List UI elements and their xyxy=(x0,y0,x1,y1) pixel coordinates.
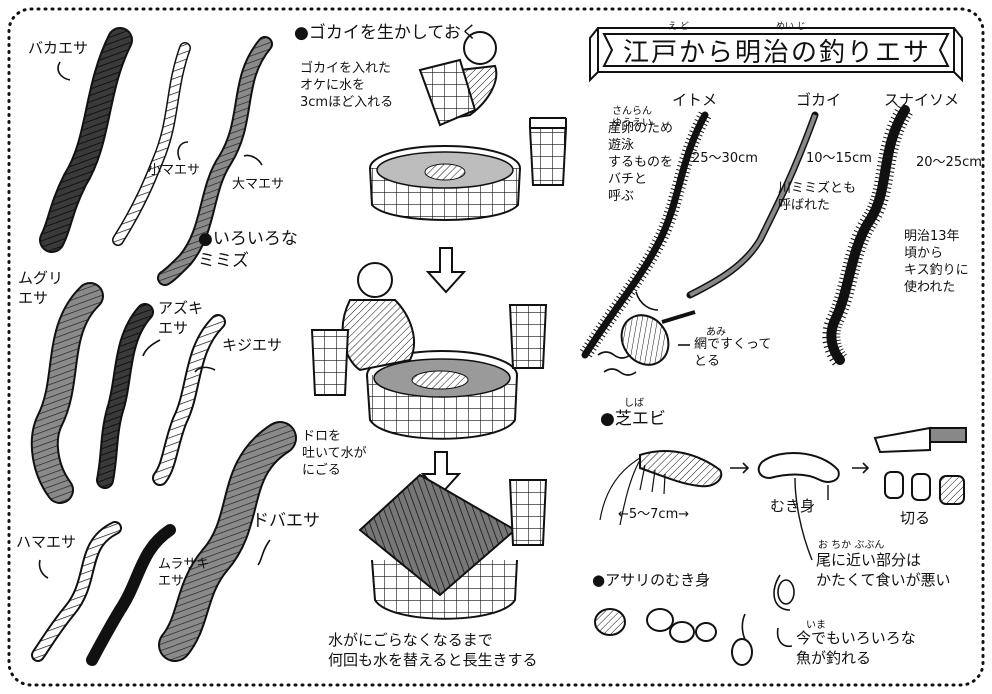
asari-heading: ●アサリのむき身 xyxy=(592,571,711,589)
shrimp-mukimi: むき身 xyxy=(770,497,816,515)
title-ruby-meiji: めい じ xyxy=(776,22,806,32)
bucket-4 xyxy=(508,479,548,546)
label-gokai-note: 川ミミズとも 呼ばれた xyxy=(778,181,857,213)
gokai-step3: 水がにごらなくなるまで 何回も水を替えると長生きする xyxy=(328,631,538,669)
bucket-3 xyxy=(508,304,548,369)
label-gokai-size: 10～15cm xyxy=(806,151,872,166)
clam-icons xyxy=(594,608,753,666)
label-iroiro-mimizu: ●いろいろな ミミズ xyxy=(198,229,298,271)
page-title: 江戸から明治の釣りエサ xyxy=(622,38,931,68)
shrimp-meat-icon xyxy=(757,452,840,483)
fisherman-1 xyxy=(418,31,498,127)
shrimp-still-ruby: いま xyxy=(806,620,826,631)
worm-murasakiesa xyxy=(86,524,176,666)
label-oomaesa: 大マエサ xyxy=(232,177,285,192)
label-itome-size: 25～30cm xyxy=(692,151,758,166)
worm-oomaesa xyxy=(157,36,273,286)
gokai-step1: ゴカイを入れた オケに水を 3cmほど入れる xyxy=(300,61,394,110)
net-icon xyxy=(620,310,696,366)
tub-2 xyxy=(366,350,518,440)
shrimp-pieces-icon xyxy=(884,471,965,505)
shrimp-heading: ●芝エビ xyxy=(600,409,666,429)
title-ruby-edo: え ど xyxy=(668,22,689,32)
label-kijiesa: キジエサ xyxy=(222,336,283,354)
worm-dobaesa xyxy=(158,421,297,662)
gokai-step2: ドロを 吐いて水が にごる xyxy=(302,429,367,478)
worm-kijiesa xyxy=(152,314,226,486)
worm-bakaesa xyxy=(39,27,133,253)
title-banner xyxy=(589,27,963,83)
label-sunaisome: スナイソメ xyxy=(884,91,960,109)
bucket-1 xyxy=(528,117,568,186)
hook-icon xyxy=(773,574,795,611)
tub-3 xyxy=(358,473,518,620)
worm-hamaesa xyxy=(31,521,122,662)
label-sunaisome-note: 明治13年 頃から キス釣りに 使われた xyxy=(904,229,969,295)
label-muguriesa: ムグリ エサ xyxy=(18,269,64,307)
gokai-heading: ●ゴカイを生かしておく xyxy=(294,23,478,43)
worm-azukiesa xyxy=(96,303,154,489)
shrimp-icon xyxy=(599,449,723,526)
worm-sunaisome xyxy=(822,105,913,366)
label-hamaesa: ハマエサ xyxy=(16,533,77,551)
arrow-down-1 xyxy=(425,247,467,294)
worm-muguriesa xyxy=(30,282,104,504)
label-azukiesa: アズキ エサ xyxy=(158,299,204,337)
shrimp-heading-ruby: しば xyxy=(624,398,644,409)
bucket-2 xyxy=(310,329,350,396)
label-bakaesa: バカエサ xyxy=(28,39,89,57)
shrimp-still-note: 今でもいろいろな 魚が釣れる xyxy=(796,629,916,667)
knife-icon xyxy=(873,426,967,454)
dotted-border xyxy=(7,7,985,687)
label-net-note: 網ですくって とる xyxy=(694,337,772,369)
shrimp-tail-note: 尾に近い部分は かたくて食いが悪い xyxy=(816,551,951,589)
label-dobaesa: ドバエサ xyxy=(252,511,320,531)
worm-komaesa xyxy=(112,42,191,246)
label-murasakiesa: ムラサキ エサ xyxy=(158,557,210,589)
worm-gokai xyxy=(686,111,819,299)
shrimp-cut: 切る xyxy=(900,509,931,527)
tub-1 xyxy=(369,145,521,221)
shrimp-tail-ruby: お ちか ぶぶん xyxy=(818,540,885,551)
shrimp-size: ←5～7cm→ xyxy=(618,507,690,522)
label-itome-note: 産卵のため 遊泳 するものを バチと 呼ぶ xyxy=(608,121,674,204)
label-itome: イトメ xyxy=(672,91,718,109)
label-sunaisome-size: 20～25cm xyxy=(916,155,982,170)
label-net-ruby: あみ xyxy=(706,327,726,338)
label-gokai: ゴカイ xyxy=(796,91,842,109)
label-itome-ruby: さんらん ゆうえい xyxy=(612,106,652,129)
fisherman-2 xyxy=(341,262,415,372)
label-komaesa: 小マエサ xyxy=(148,163,201,178)
worm-itome xyxy=(579,111,712,359)
